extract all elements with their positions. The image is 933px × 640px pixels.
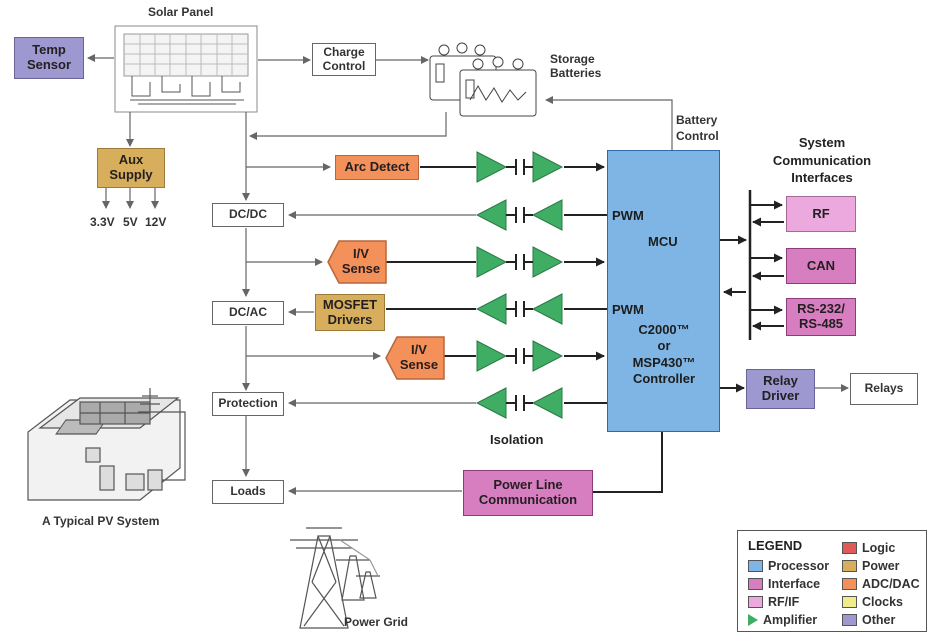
aux-output-3v3: 3.3V [90,215,115,229]
comm-interfaces-title: System Communication Interfaces [772,135,872,186]
aux-output-5v: 5V [123,215,138,229]
iv-sense-1-shape [327,240,387,284]
house-graphic [27,388,186,501]
legend-swatch-logic [842,542,857,554]
pwm-top-label: PWM [612,208,644,223]
legend-label-amplifier: Amplifier [763,613,818,627]
legend-swatch-power [842,560,857,572]
power-grid-graphic [290,527,380,629]
power-line-communication-block: Power Line Communication [463,470,593,516]
iv-sense-2-shape [385,336,445,380]
legend-label-rf-if: RF/IF [768,595,800,609]
legend-label-logic: Logic [862,541,896,555]
isolation-amplifiers [475,151,564,419]
legend-item-processor: Processor [748,559,829,573]
mcu-label: MCU [648,234,678,249]
pv-system-label: A Typical PV System [42,514,160,528]
aux-output-12v: 12V [145,215,167,229]
legend-swatch-clocks [842,596,857,608]
legend-label-clocks: Clocks [862,595,903,609]
dc-dc-block: DC/DC [212,203,284,227]
battery-graphic [429,42,537,117]
amplifier-triangle-icon [748,614,758,626]
legend-item-amplifier: Amplifier [748,613,817,627]
protection-block: Protection [212,392,284,416]
legend-item-other: Other [842,613,895,627]
legend-swatch-processor [748,560,763,572]
legend-swatch-rf-if [748,596,763,608]
loads-block: Loads [212,480,284,504]
iv-sense-1-block: I/V Sense [341,246,381,276]
legend-label-adc-dac: ADC/DAC [862,577,920,591]
legend-label-interface: Interface [768,577,821,591]
solar-panel-graphic [114,25,258,113]
rs232-rs485-block: RS-232/ RS-485 [786,298,856,336]
legend: LEGEND Processor Interface RF/IF Amplifi… [737,530,927,632]
aux-supply-block: Aux Supply [97,148,165,188]
legend-item-clocks: Clocks [842,595,903,609]
controller-label: C2000™ or MSP430™ Controller [632,322,696,386]
legend-swatch-interface [748,578,763,590]
legend-label-processor: Processor [768,559,830,573]
power-grid-label: Power Grid [344,615,409,629]
legend-label-power: Power [862,559,900,573]
legend-swatch-adc-dac [842,578,857,590]
battery-control-label: Battery Control [676,113,719,144]
storage-batteries-label: Storage Batteries [550,52,602,81]
can-block: CAN [786,248,856,284]
iv-sense-2-block: I/V Sense [399,342,439,372]
rf-block: RF [786,196,856,232]
legend-item-power: Power [842,559,900,573]
arc-detect-block: Arc Detect [335,155,419,180]
mcu-block [607,150,720,432]
solar-panel-label: Solar Panel [148,5,214,19]
legend-item-logic: Logic [842,541,895,555]
relay-driver-block: Relay Driver [746,369,815,409]
legend-title: LEGEND [748,538,803,553]
isolation-label: Isolation [490,432,544,447]
relays-block: Relays [850,373,918,405]
dc-ac-block: DC/AC [212,301,284,325]
charge-control-block: Charge Control [312,43,376,76]
legend-label-other: Other [862,613,896,627]
legend-item-adc-dac: ADC/DAC [842,577,920,591]
legend-swatch-other [842,614,857,626]
legend-item-interface: Interface [748,577,820,591]
temp-sensor-block: Temp Sensor [14,37,84,79]
mosfet-drivers-block: MOSFET Drivers [315,294,385,331]
pwm-bottom-label: PWM [612,302,644,317]
legend-item-rf-if: RF/IF [748,595,799,609]
